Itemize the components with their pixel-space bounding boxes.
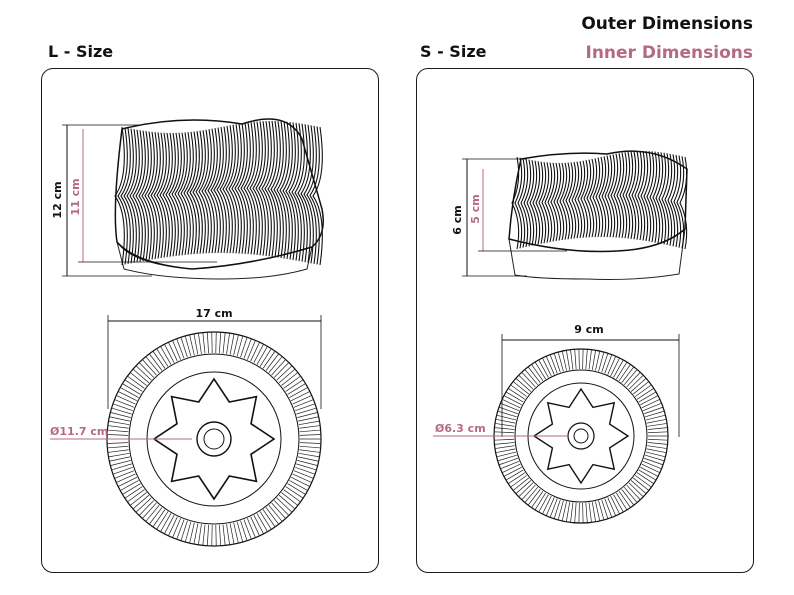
large-outer-diameter-label: 17 cm	[195, 307, 232, 320]
small-size-drawing: 6 cm 5 cm 9 cm Ø6.3 cm	[433, 150, 688, 524]
large-pot-top-view	[106, 331, 322, 547]
large-size-panel: 12 cm 11 cm 17 cm Ø11.7 cm	[41, 68, 379, 573]
large-size-drawing: 12 cm 11 cm 17 cm Ø11.7 cm	[50, 118, 324, 547]
legend-outer-dimensions: Outer Dimensions	[581, 14, 753, 34]
small-inner-diameter-label: Ø6.3 cm	[435, 422, 486, 435]
large-inner-diameter-label: Ø11.7 cm	[50, 425, 108, 438]
small-pot-side-view	[508, 150, 688, 280]
small-outer-diameter-label: 9 cm	[574, 323, 603, 336]
small-pot-top-view	[493, 348, 669, 524]
large-size-title: L - Size	[48, 42, 114, 61]
small-inner-height-label: 5 cm	[469, 194, 482, 223]
large-outer-height-label: 12 cm	[51, 181, 64, 218]
large-inner-height-label: 11 cm	[69, 178, 82, 215]
small-size-panel: 6 cm 5 cm 9 cm Ø6.3 cm	[416, 68, 754, 573]
small-size-title: S - Size	[420, 42, 487, 61]
small-outer-height-label: 6 cm	[451, 205, 464, 234]
large-pot-side-view	[114, 118, 324, 280]
legend-inner-dimensions: Inner Dimensions	[585, 43, 754, 63]
